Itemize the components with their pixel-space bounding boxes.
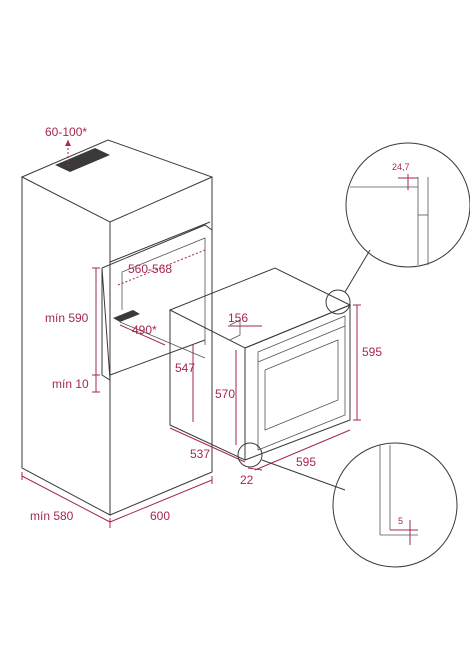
oven-dimensions [169, 304, 361, 471]
label-inner-width: 560-568 [128, 262, 172, 276]
label-oven-height-570: 570 [215, 387, 235, 401]
label-cabinet-depth-min: mín 580 [30, 509, 74, 523]
detail-bottom [332, 442, 458, 568]
label-detail-top: 24,7 [392, 162, 410, 172]
label-oven-height-595: 595 [362, 345, 382, 359]
label-bottom-gap-min: mín 10 [52, 377, 89, 391]
dimension-labels: 60-100* 560-568 mín 590 mín 10 490* mín … [30, 125, 410, 526]
label-oven-depth-537: 537 [190, 447, 210, 461]
cabinet-dimensions [21, 140, 213, 528]
detail-callouts [237, 249, 371, 491]
label-shelf-depth: 490* [132, 323, 157, 337]
label-front-22: 22 [240, 473, 254, 487]
detail-top [345, 142, 470, 268]
oven [168, 267, 352, 461]
label-offset-156: 156 [228, 311, 248, 325]
label-cabinet-width: 600 [150, 509, 170, 523]
vent-grill [55, 148, 110, 172]
label-top-gap: 60-100* [45, 125, 87, 139]
label-inner-height-min: mín 590 [45, 311, 89, 325]
label-detail-bottom: 5 [398, 516, 403, 526]
shelf-vent [113, 310, 140, 322]
label-oven-width-595: 595 [296, 455, 316, 469]
cabinet [20, 139, 214, 516]
label-oven-depth-547: 547 [175, 361, 195, 375]
